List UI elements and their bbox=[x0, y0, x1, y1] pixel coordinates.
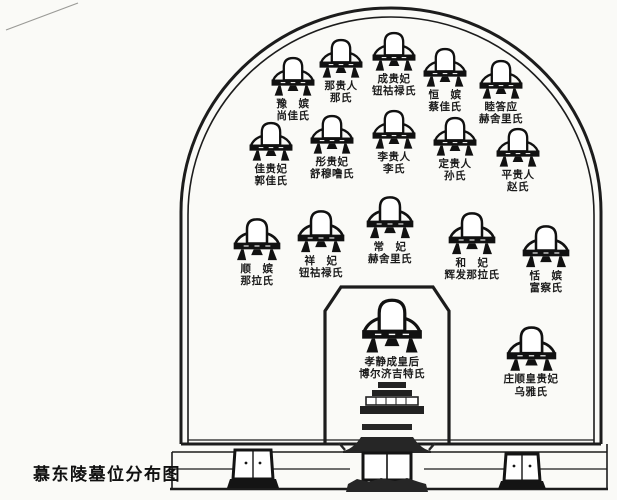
tomb-marker: 庄顺皇贵妃 乌雅氏 bbox=[483, 324, 579, 398]
tomb-marker: 平贵人 赵氏 bbox=[470, 126, 566, 194]
tomb-clan-name: 赫舍里氏 bbox=[479, 113, 523, 126]
tomb-marker: 恒 嫔 蔡佳氏 bbox=[397, 46, 493, 114]
tomb-clan-name: 富察氏 bbox=[529, 282, 563, 295]
tomb-mound-icon bbox=[319, 38, 363, 78]
tomb-mound-icon bbox=[297, 210, 345, 253]
tomb-mound-icon bbox=[372, 31, 416, 71]
tomb-title: 常 妃 bbox=[373, 240, 407, 253]
diagram-caption: 慕东陵墓位分布图 bbox=[33, 465, 181, 484]
tomb-marker: 那贵人 那氏 bbox=[293, 37, 389, 105]
tomb-clan-name: 蔡佳氏 bbox=[428, 101, 462, 114]
scan-artifact-line bbox=[5, 2, 79, 31]
tomb-marker: 孝静成皇后 博尔济吉特氏 bbox=[344, 296, 440, 381]
tomb-title: 平贵人 bbox=[501, 168, 535, 181]
tomb-mound-icon bbox=[372, 109, 416, 149]
tomb-clan-name: 博尔济吉特氏 bbox=[359, 368, 425, 381]
tomb-marker: 李贵人 李氏 bbox=[346, 108, 442, 176]
tomb-clan-name: 舒穆噜氏 bbox=[310, 168, 354, 181]
tomb-title: 豫 嫔 bbox=[276, 97, 310, 110]
tomb-mound-icon bbox=[271, 56, 315, 96]
tomb-marker: 祥 妃 钮祜禄氏 bbox=[273, 208, 369, 280]
tomb-clan-name: 辉发那拉氏 bbox=[444, 269, 500, 282]
tomb-title: 孝静成皇后 bbox=[364, 355, 420, 368]
tomb-marker: 成贵妃 钮祜禄氏 bbox=[346, 30, 442, 98]
tomb-clan-name: 赫舍里氏 bbox=[368, 253, 412, 266]
tomb-marker: 恬 嫔 富察氏 bbox=[498, 223, 594, 295]
tomb-mound-icon bbox=[433, 116, 477, 156]
tomb-title: 睦答应 bbox=[484, 100, 518, 113]
tomb-title: 祥 妃 bbox=[304, 254, 338, 267]
tomb-mound-icon bbox=[366, 196, 414, 239]
tomb-marker: 佳贵妃 郭佳氏 bbox=[223, 120, 319, 188]
tomb-mound-icon bbox=[522, 225, 570, 268]
tomb-clan-name: 尚佳氏 bbox=[276, 110, 310, 123]
tomb-clan-name: 那拉氏 bbox=[240, 275, 274, 288]
stone-altar bbox=[360, 382, 424, 414]
tomb-clan-name: 钮祜禄氏 bbox=[299, 267, 343, 280]
tomb-mound-icon bbox=[310, 114, 354, 154]
tomb-title: 定贵人 bbox=[438, 157, 472, 170]
tomb-mound-icon bbox=[249, 121, 293, 161]
tomb-mound-icon bbox=[479, 59, 523, 99]
tomb-title: 佳贵妃 bbox=[254, 162, 288, 175]
tomb-clan-name: 李氏 bbox=[383, 163, 405, 176]
tomb-title: 成贵妃 bbox=[377, 72, 411, 85]
tomb-marker: 彤贵妃 舒穆噜氏 bbox=[284, 113, 380, 181]
tomb-mound-icon bbox=[496, 127, 540, 167]
tomb-marker: 顺 嫔 那拉氏 bbox=[209, 216, 305, 288]
tomb-clan-name: 赵氏 bbox=[507, 181, 529, 194]
tomb-marker: 常 妃 赫舍里氏 bbox=[342, 194, 438, 266]
tomb-clan-name: 郭佳氏 bbox=[254, 175, 288, 188]
tomb-mound-icon bbox=[362, 298, 422, 353]
tomb-marker: 定贵人 孙氏 bbox=[407, 115, 503, 183]
left-side-gate bbox=[227, 448, 279, 488]
tomb-marker: 睦答应 赫舍里氏 bbox=[453, 58, 549, 126]
central-gate bbox=[338, 424, 436, 492]
tomb-mound-icon bbox=[423, 47, 467, 87]
tomb-clan-name: 钮祜禄氏 bbox=[372, 85, 416, 98]
tomb-title: 和 妃 bbox=[455, 256, 489, 269]
tomb-marker: 豫 嫔 尚佳氏 bbox=[245, 55, 341, 123]
right-side-gate bbox=[498, 452, 546, 489]
tomb-mound-icon bbox=[448, 212, 496, 255]
tomb-clan-name: 乌雅氏 bbox=[514, 385, 548, 398]
tomb-title: 庄顺皇贵妃 bbox=[503, 373, 559, 386]
inner-enclosure-wall bbox=[323, 285, 451, 444]
tomb-title: 彤贵妃 bbox=[315, 155, 349, 168]
tomb-mound-icon bbox=[506, 326, 556, 371]
tomb-title: 恬 嫔 bbox=[529, 269, 563, 282]
tomb-marker: 和 妃 辉发那拉氏 bbox=[424, 210, 520, 282]
tomb-title: 恒 嫔 bbox=[428, 88, 462, 101]
tomb-title: 李贵人 bbox=[377, 150, 411, 163]
tomb-title: 顺 嫔 bbox=[240, 262, 274, 275]
tomb-clan-name: 孙氏 bbox=[444, 170, 466, 183]
tomb-clan-name: 那氏 bbox=[330, 92, 352, 105]
tomb-title: 那贵人 bbox=[324, 79, 358, 92]
tomb-mound-icon bbox=[233, 218, 281, 261]
